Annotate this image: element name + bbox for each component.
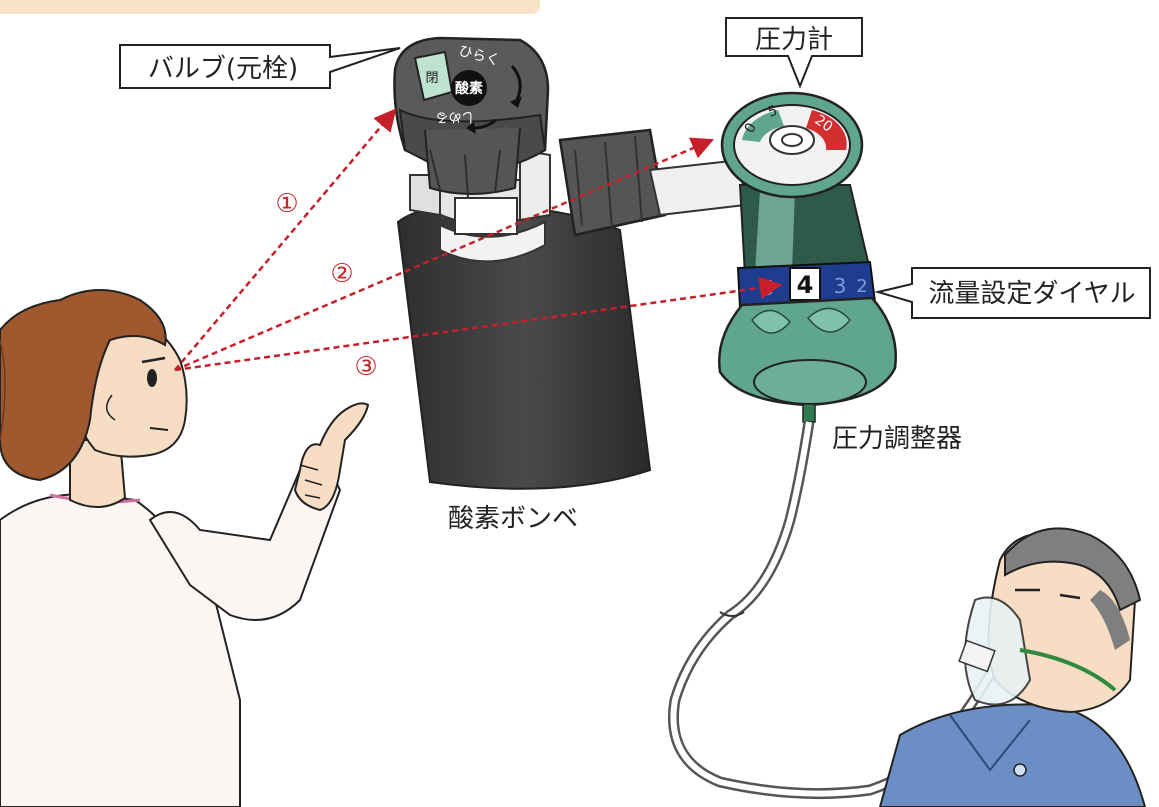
pressure-regulator: 0 5 20 4 5 3 2 — [718, 91, 897, 423]
step-2-label: ② — [330, 259, 353, 289]
valve-close-text: しめる — [435, 109, 474, 124]
valve-callout: バルブ(元栓) — [119, 44, 401, 89]
valve-gas-text: 酸素 — [455, 80, 483, 97]
dial-label: 流量設定ダイヤル — [928, 279, 1135, 309]
oxygen-label-disc — [451, 70, 487, 106]
gauge-callout: 圧力計 — [725, 17, 863, 89]
nurse-hair — [0, 289, 167, 482]
valve-knob: 閉 酸素 ひらく しめる — [393, 36, 550, 199]
nurse-illustration — [0, 289, 370, 807]
step-3-label: ③ — [354, 352, 377, 382]
regulator-label: 圧力調整器 — [832, 424, 962, 454]
patient-illustration — [878, 527, 1147, 807]
cylinder-label: 酸素ボンベ — [448, 504, 578, 534]
valve-label: バルブ(元栓) — [148, 54, 298, 84]
step-1-label: ① — [275, 189, 298, 219]
nurse-eye — [147, 369, 157, 387]
dial-current-value: 4 — [797, 271, 814, 299]
dial-callout: 流量設定ダイヤル — [874, 267, 1151, 319]
sight-arrow-2 — [174, 137, 715, 372]
sight-arrow-3 — [174, 276, 783, 372]
dial-value-right-a: 3 — [834, 274, 847, 298]
sight-line-arrows: ① ② ③ — [174, 108, 783, 382]
sight-arrow-1 — [174, 108, 397, 371]
dial-value-right-b: 2 — [856, 276, 867, 297]
gauge-label: 圧力計 — [755, 25, 833, 55]
top-banner — [0, 0, 540, 14]
svg-text:閉: 閉 — [425, 71, 438, 86]
regulator-connector — [558, 128, 747, 237]
